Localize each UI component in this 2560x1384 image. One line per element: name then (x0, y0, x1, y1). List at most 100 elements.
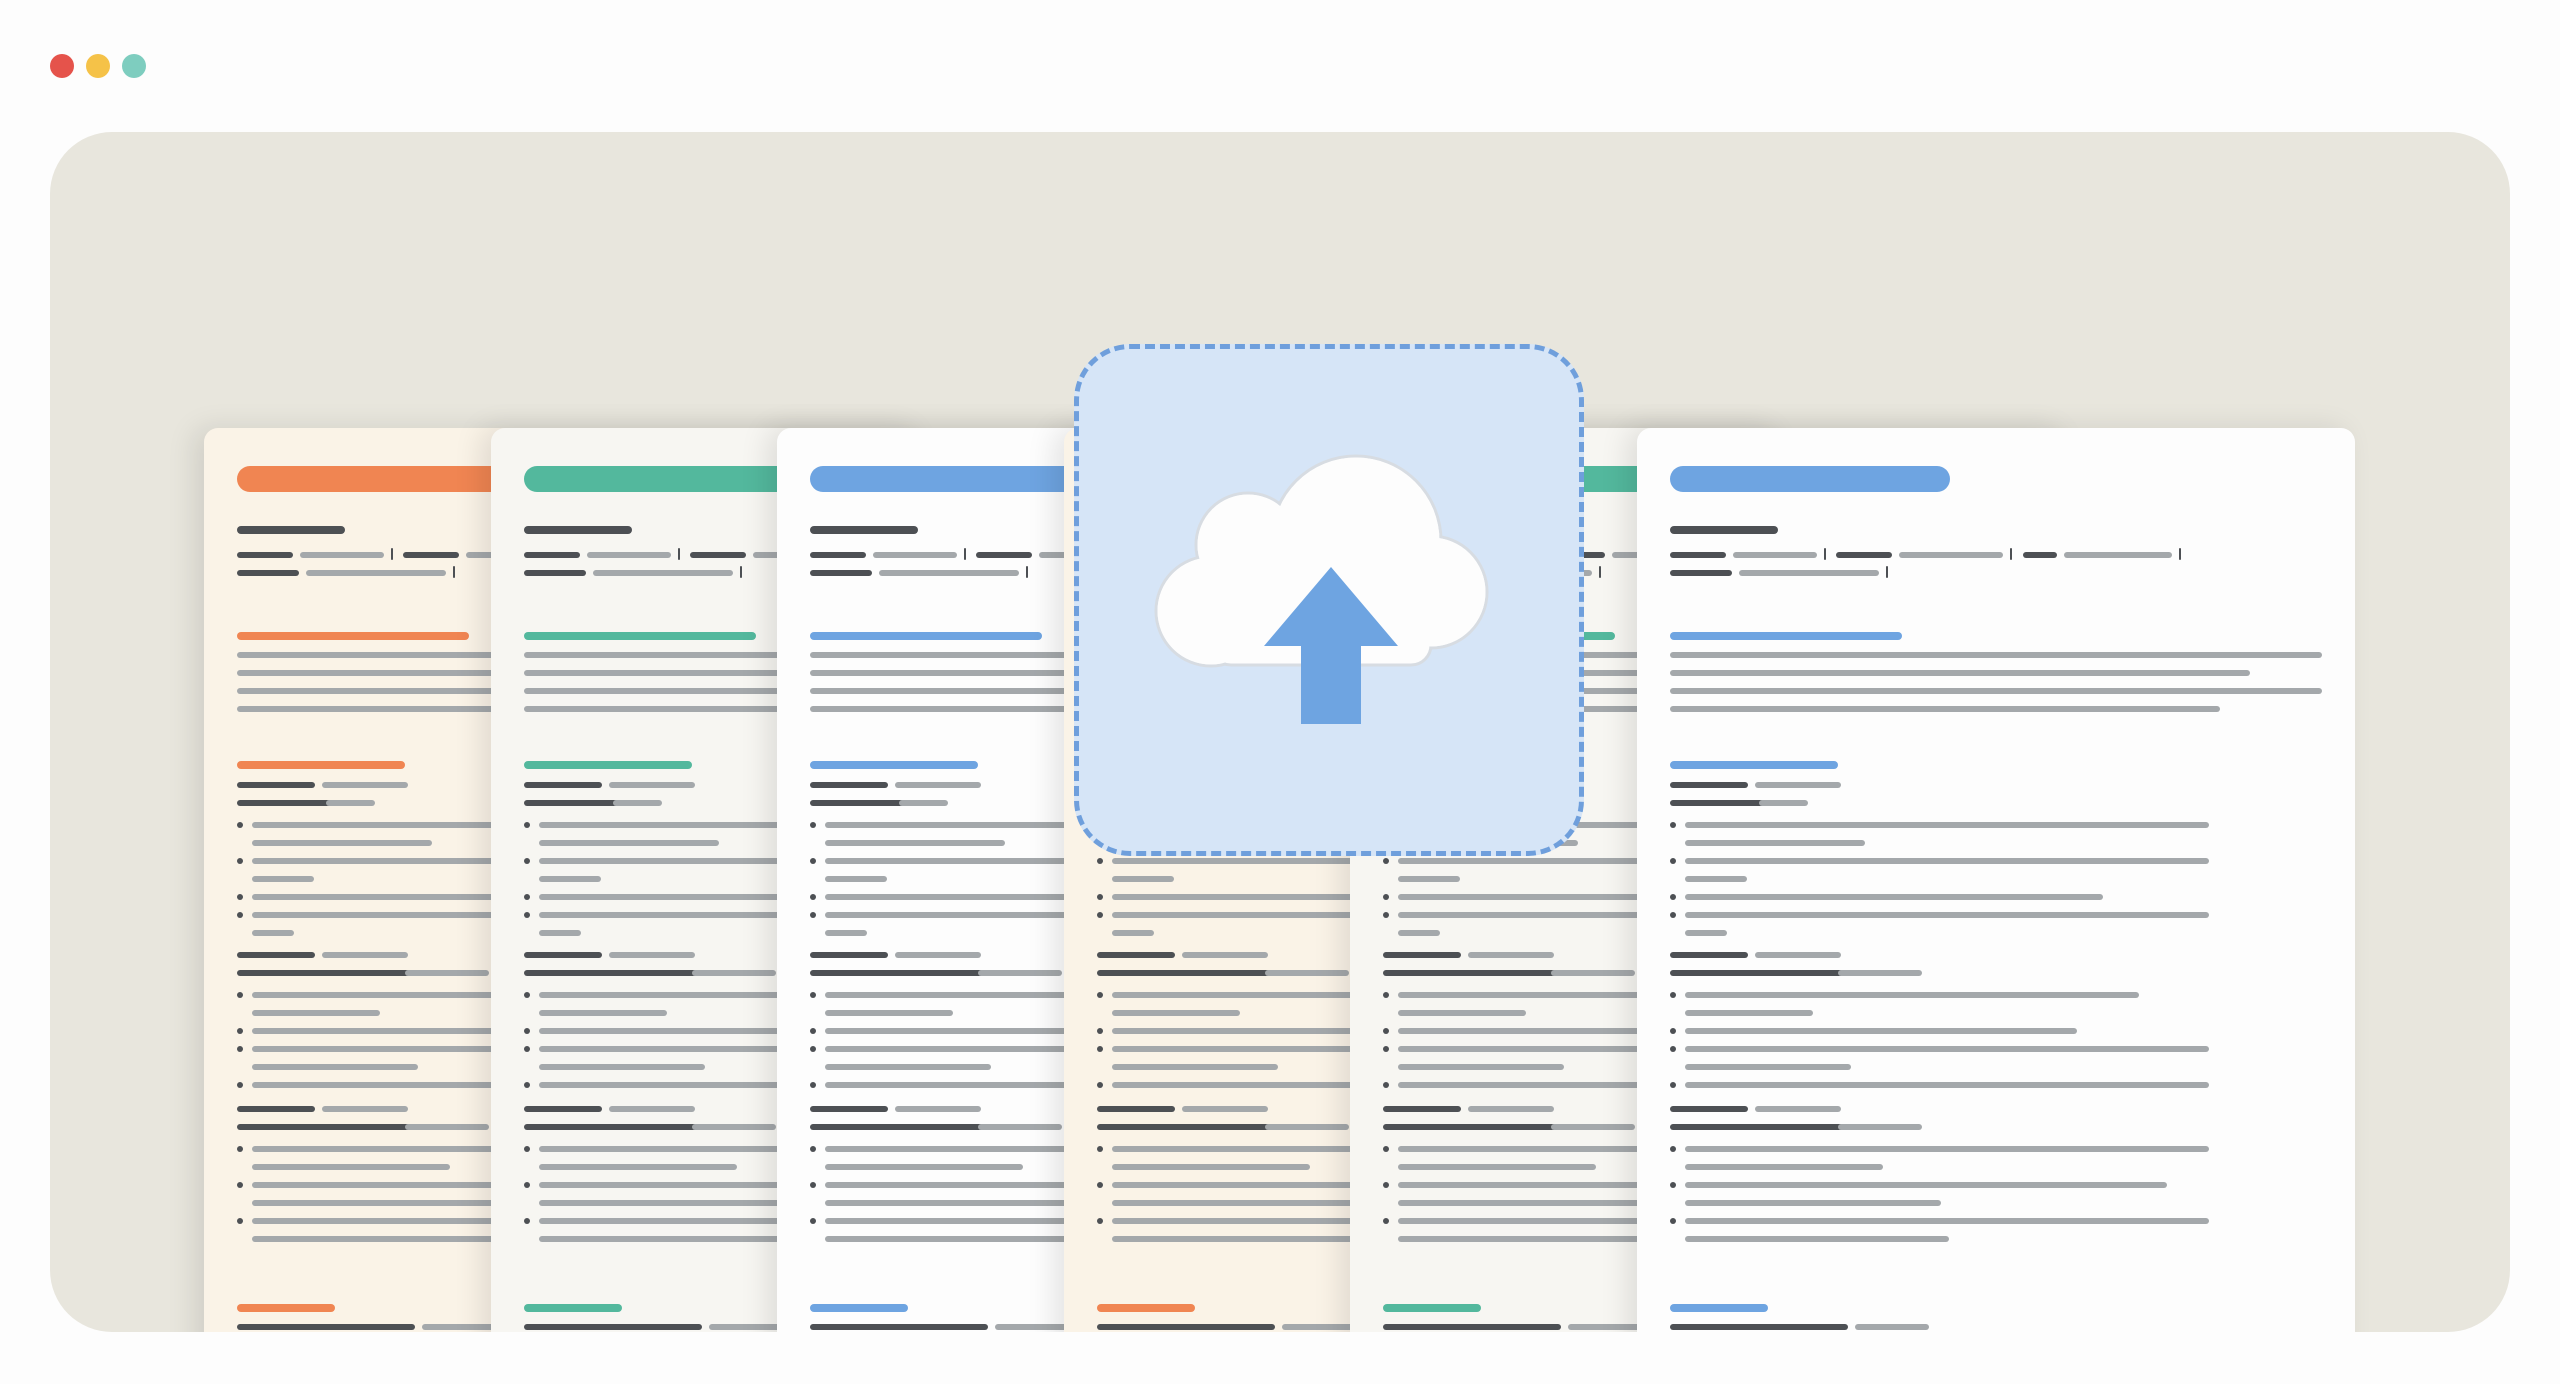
job-company-line (810, 1106, 888, 1112)
bullet-dot (1383, 1028, 1389, 1034)
bullet-dot (810, 858, 816, 864)
minimize-window-button[interactable] (86, 54, 110, 78)
bullet-text-line (1398, 992, 1852, 998)
contact-line (1733, 552, 1817, 558)
job-location-line (326, 800, 375, 806)
bullet-text-line (1685, 1200, 1941, 1206)
bullet-text-line (1398, 1010, 1526, 1016)
bullet-dot (524, 912, 530, 918)
bullet-dot (1097, 1218, 1103, 1224)
job-title-line (1670, 800, 1784, 806)
bullet-text-line (825, 1164, 1023, 1170)
window-controls (50, 54, 146, 78)
bullet-text-line (1398, 1164, 1596, 1170)
job-location-line (1551, 970, 1635, 976)
bullet-text-line (1685, 1236, 1949, 1242)
bullet-dot (1383, 894, 1389, 900)
education-line (1855, 1324, 1929, 1330)
job-location-line (613, 800, 662, 806)
upload-dropzone[interactable] (1074, 344, 1584, 856)
bullet-text-line (1398, 894, 1816, 900)
bullet-dot (237, 822, 243, 828)
summary-heading (237, 632, 469, 640)
bullet-text-line (1685, 876, 1747, 882)
bullet-dot (237, 1218, 243, 1224)
job-company-line (1670, 782, 1748, 788)
job-location-line (1551, 1124, 1635, 1130)
bullet-text-line (1685, 894, 2103, 900)
bullet-text-line (825, 992, 1279, 998)
bullet-text-line (1685, 1010, 1813, 1016)
job-date-line (1468, 1106, 1554, 1112)
contact-line (810, 570, 872, 576)
zoom-window-button[interactable] (122, 54, 146, 78)
experience-heading (524, 761, 692, 769)
bullet-dot (1097, 1146, 1103, 1152)
bullet-text-line (539, 1236, 803, 1242)
education-line (810, 1324, 988, 1330)
bullet-text-line (825, 1028, 1217, 1034)
close-window-button[interactable] (50, 54, 74, 78)
education-heading (524, 1304, 622, 1312)
job-headline-line (237, 526, 345, 534)
bullet-dot (1670, 822, 1676, 828)
bullet-dot (810, 822, 816, 828)
summary-heading (524, 632, 756, 640)
bullet-text-line (1112, 992, 1566, 998)
bullet-text-line (1685, 1146, 2209, 1152)
education-line (1282, 1324, 1356, 1330)
bullet-dot (1670, 1146, 1676, 1152)
bullet-dot (1383, 992, 1389, 998)
contact-line (300, 552, 384, 558)
contact-separator (2179, 548, 2181, 560)
job-company-line (1670, 1106, 1748, 1112)
job-title-line (524, 800, 638, 806)
job-date-line (1755, 952, 1841, 958)
bullet-dot (1670, 1028, 1676, 1034)
job-company-line (237, 1106, 315, 1112)
bullet-dot (524, 894, 530, 900)
bullet-text-line (1685, 840, 1865, 846)
bullet-dot (1670, 1082, 1676, 1088)
contact-separator (964, 548, 966, 560)
bullet-text-line (1398, 1064, 1564, 1070)
job-company-line (1383, 1106, 1461, 1112)
bullet-dot (1670, 1218, 1676, 1224)
bullet-dot (524, 1218, 530, 1224)
job-date-line (609, 782, 695, 788)
bullet-dot (524, 822, 530, 828)
job-location-line (405, 1124, 489, 1130)
experience-heading (237, 761, 405, 769)
bullet-text-line (252, 992, 706, 998)
bullet-text-line (252, 876, 314, 882)
bullet-text-line (1112, 1164, 1310, 1170)
bullet-text-line (1398, 1236, 1662, 1242)
education-heading (810, 1304, 908, 1312)
bullet-dot (1383, 1082, 1389, 1088)
job-date-line (895, 1106, 981, 1112)
bullet-dot (237, 1182, 243, 1188)
bullet-text-line (1112, 876, 1174, 882)
bullet-dot (237, 1046, 243, 1052)
job-location-line (1265, 1124, 1349, 1130)
job-company-line (524, 1106, 602, 1112)
bullet-text-line (1685, 1218, 2209, 1224)
bullet-text-line (1112, 930, 1154, 936)
job-title-line (1670, 1124, 1860, 1130)
bullet-dot (237, 1146, 243, 1152)
bullet-text-line (1398, 1028, 1790, 1034)
bullet-text-line (252, 1010, 380, 1016)
job-location-line (978, 970, 1062, 976)
bullet-text-line (539, 992, 993, 998)
bullet-dot (1670, 912, 1676, 918)
education-line (1568, 1324, 1642, 1330)
bullet-dot (810, 1182, 816, 1188)
job-date-line (1755, 1106, 1841, 1112)
contact-line (2023, 552, 2057, 558)
education-heading (1097, 1304, 1195, 1312)
summary-line (1670, 706, 2220, 712)
bullet-text-line (825, 840, 1005, 846)
job-date-line (895, 952, 981, 958)
contact-separator (1026, 566, 1028, 578)
education-line (524, 1324, 702, 1330)
